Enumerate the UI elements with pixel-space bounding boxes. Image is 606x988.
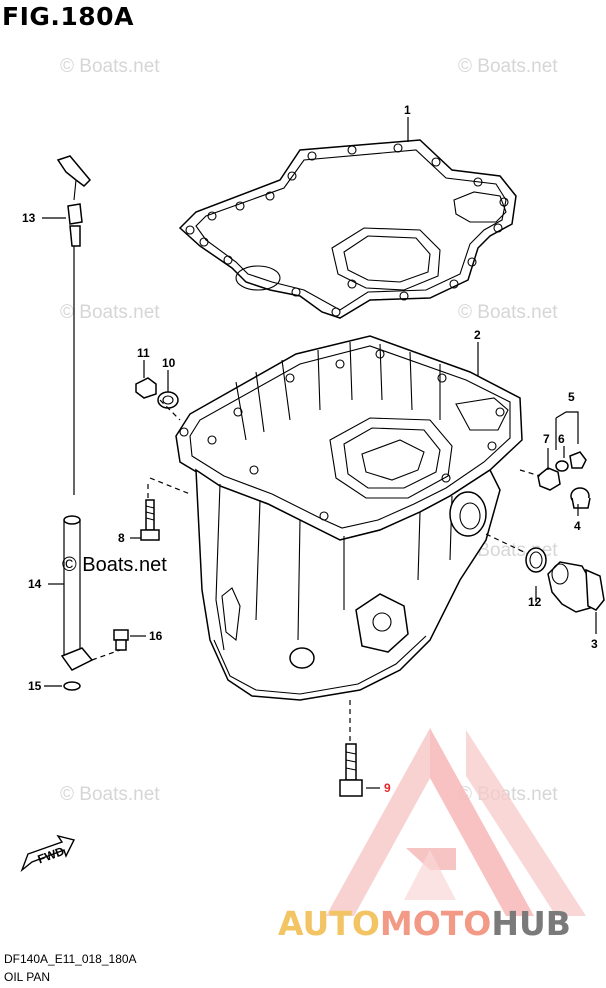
leader-lines — [42, 117, 597, 789]
callout-5: 5 — [568, 390, 575, 404]
callout-3: 3 — [591, 637, 598, 651]
oil-pan-part-2 — [175, 335, 523, 701]
callout-14: 14 — [28, 577, 42, 591]
callout-6: 6 — [558, 432, 565, 446]
watermark: © Boats.net — [458, 302, 558, 323]
bolt-part-8 — [140, 499, 160, 541]
callout-7: 7 — [543, 432, 550, 446]
bolt-part-9 — [339, 743, 363, 797]
plug-part-11 — [135, 377, 157, 399]
oring-part-6 — [555, 460, 569, 472]
plug-part-7b — [569, 451, 587, 469]
plug-part-7 — [537, 467, 561, 491]
assembly-lines — [91, 399, 541, 744]
logo-part-hub: HUB — [491, 904, 571, 943]
callout-2: 2 — [474, 328, 481, 342]
diagram-name: OIL PAN — [4, 970, 51, 984]
diagram-code: DF140A_E11_018_180A — [4, 952, 137, 966]
callout-10: 10 — [162, 356, 176, 370]
oring-part-15 — [63, 681, 81, 691]
callout-4: 4 — [574, 519, 581, 533]
callout-12: 12 — [528, 595, 542, 609]
bolt-part-16 — [113, 629, 129, 651]
drain-plug-part-3 — [547, 561, 605, 613]
watermark: © Boats.net — [60, 302, 160, 323]
cap-part-4 — [570, 487, 591, 509]
callout-11: 11 — [137, 346, 150, 360]
callout-15: 15 — [28, 679, 42, 693]
logo-triangle — [326, 728, 586, 916]
callout-8: 8 — [118, 531, 125, 545]
logo-part-auto: AUTO — [278, 904, 380, 943]
dipstick-part-13 — [56, 155, 92, 495]
callout-1: 1 — [404, 103, 411, 117]
watermark: © Boats.net — [60, 784, 160, 805]
callout-9: 9 — [384, 781, 391, 795]
watermark: © Boats.net — [458, 56, 558, 77]
forward-arrow-icon: FWD — [20, 834, 76, 873]
figure-title: FIG.180A — [2, 2, 134, 31]
guide-tube-part-14 — [60, 515, 94, 671]
callout-13: 13 — [22, 211, 36, 225]
callout-16: 16 — [149, 629, 163, 643]
gasket-part-1 — [178, 139, 517, 319]
plug-assembly-part-5 — [555, 411, 579, 450]
watermark-dark: © Boats.net — [62, 554, 167, 576]
callout-labels: 1 2 3 4 5 6 7 8 9 10 11 12 13 14 15 16 — [22, 103, 598, 795]
watermark: © Boats.net — [60, 56, 160, 77]
automotohub-logo: AUTOMOTOHUB — [278, 904, 571, 943]
forward-arrow-label: FWD — [36, 844, 67, 867]
washer-part-10 — [157, 391, 179, 409]
logo-part-moto: MOTO — [379, 904, 492, 943]
oring-part-12 — [525, 547, 547, 573]
